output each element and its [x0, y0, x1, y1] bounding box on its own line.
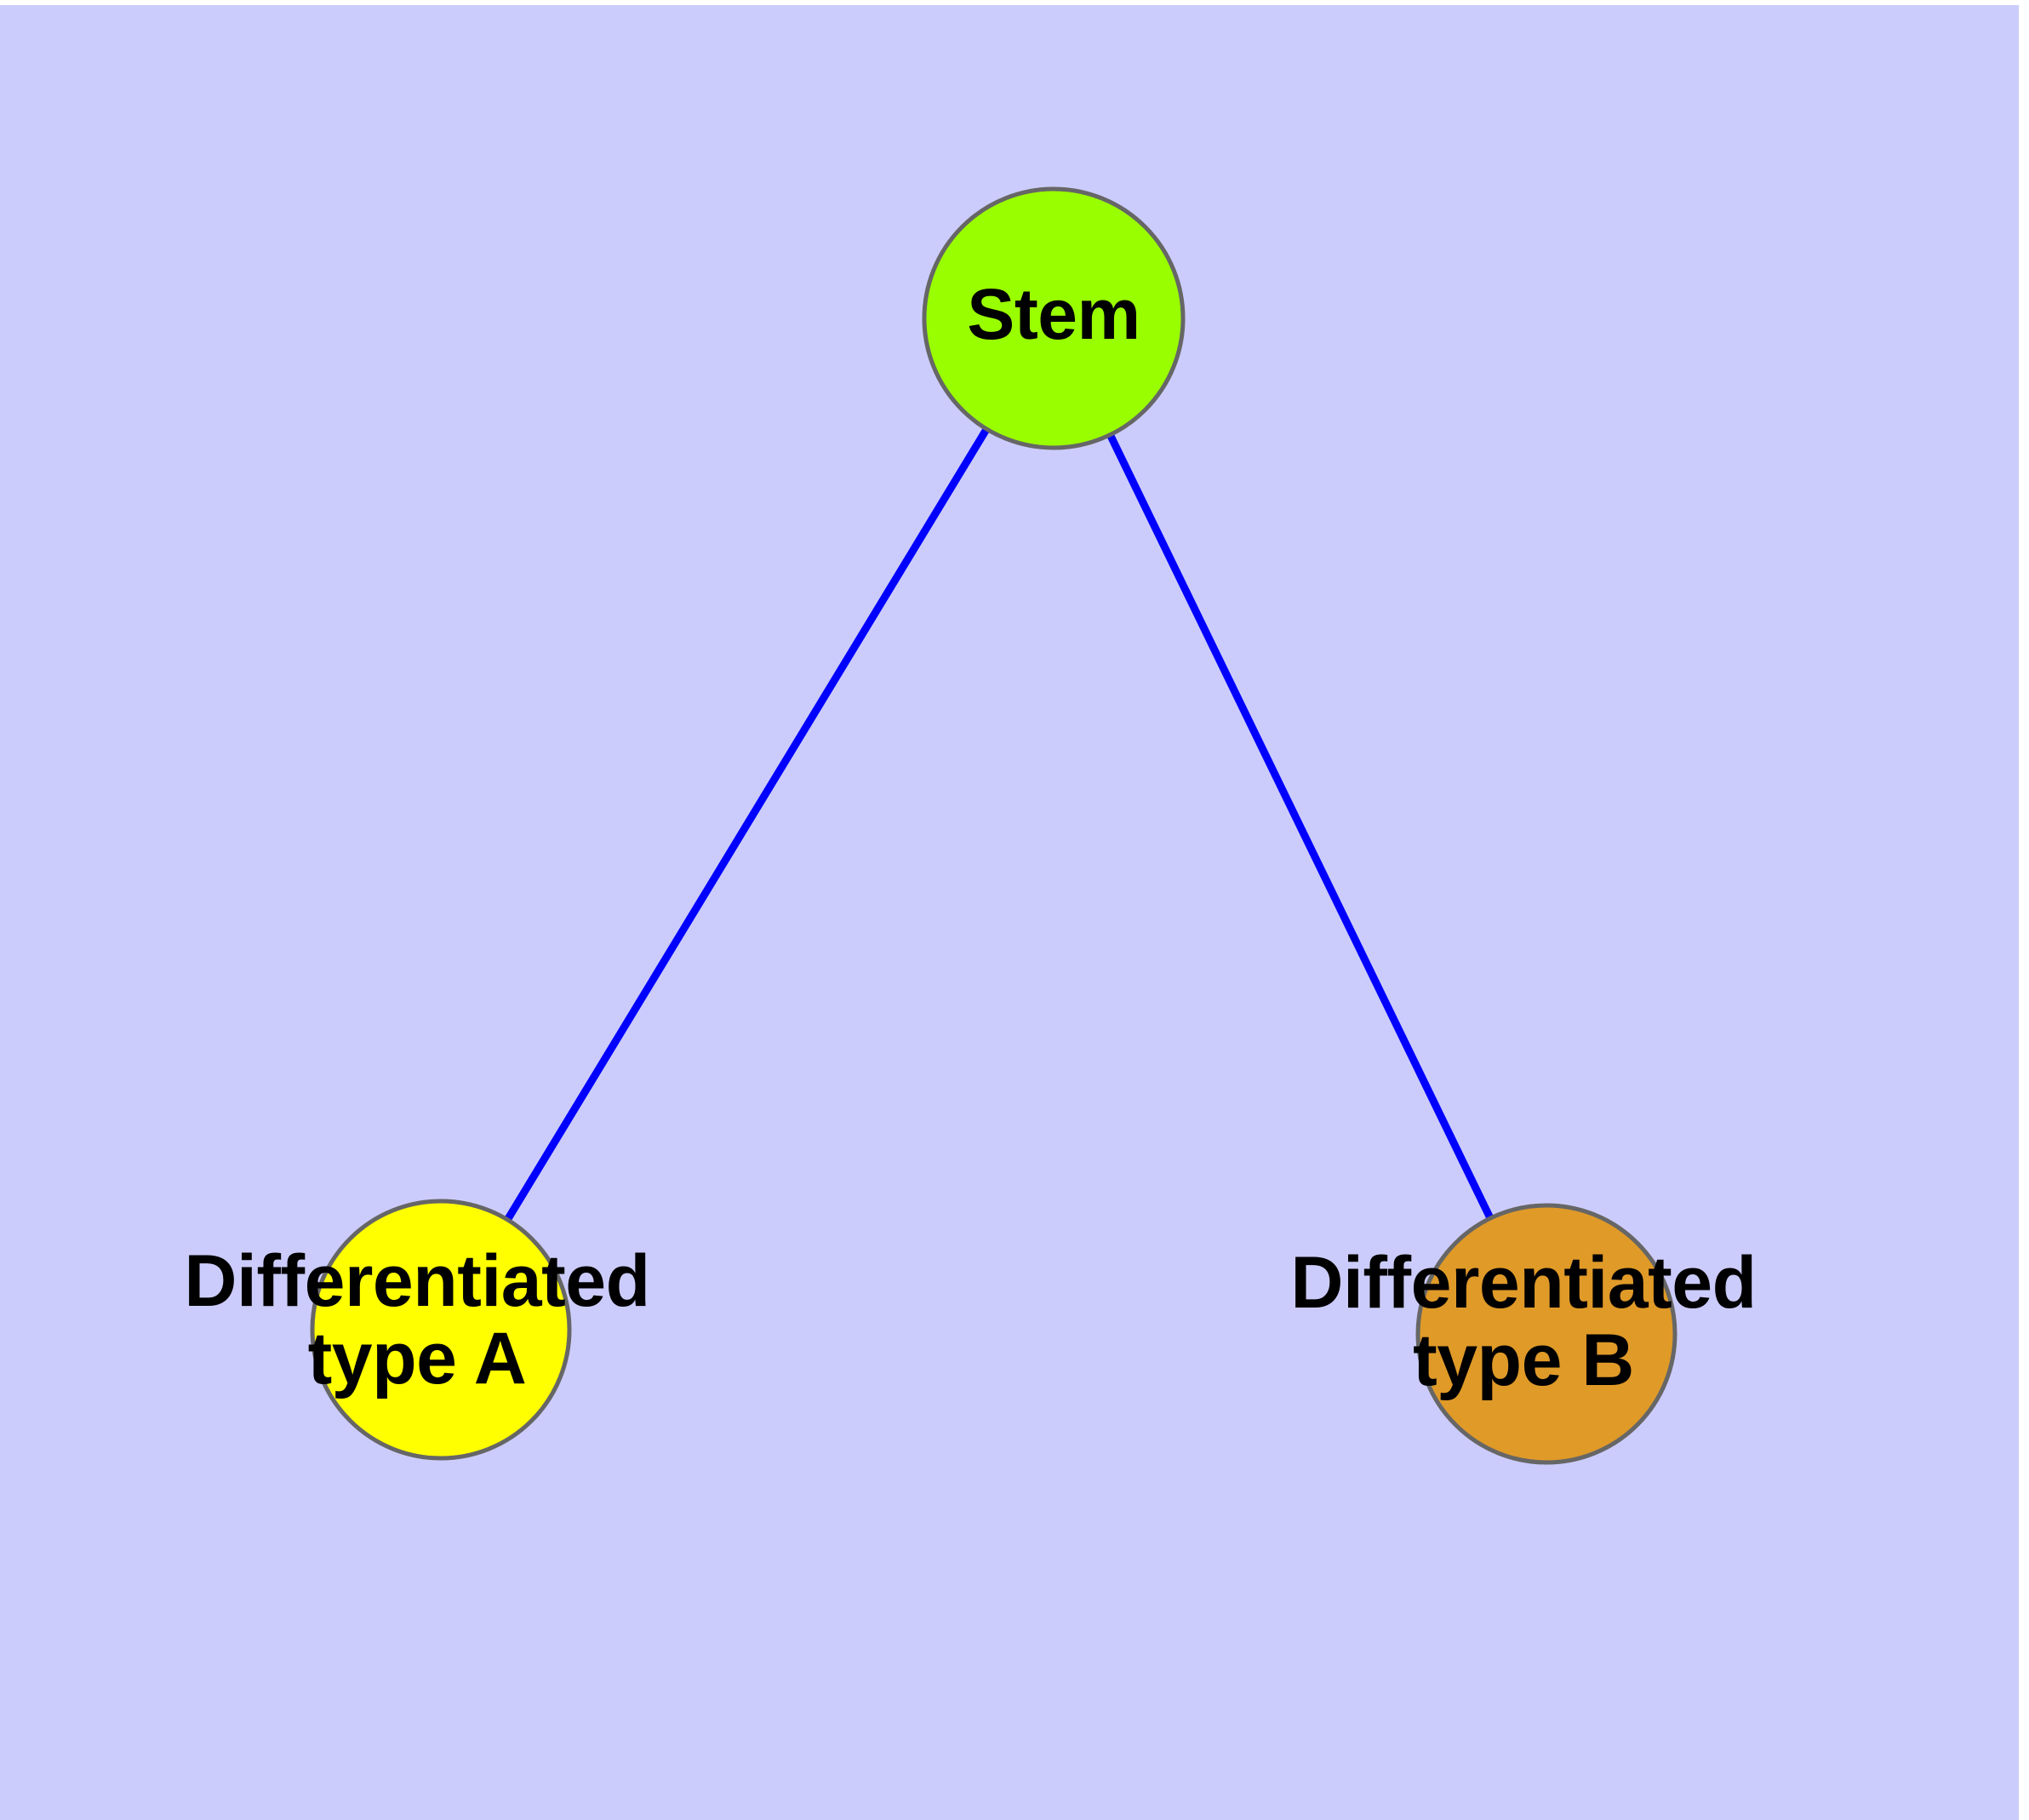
edge-layer	[437, 316, 1551, 1336]
graph-node-stem[interactable]	[922, 186, 1186, 450]
graph-edge-stem-to-diffA	[437, 316, 1057, 1332]
graph-edge-stem-to-diffB	[1049, 317, 1551, 1336]
graph-node-diffB[interactable]	[1415, 1203, 1677, 1465]
graph-node-diffA[interactable]	[310, 1199, 572, 1461]
node-layer	[310, 186, 1677, 1465]
